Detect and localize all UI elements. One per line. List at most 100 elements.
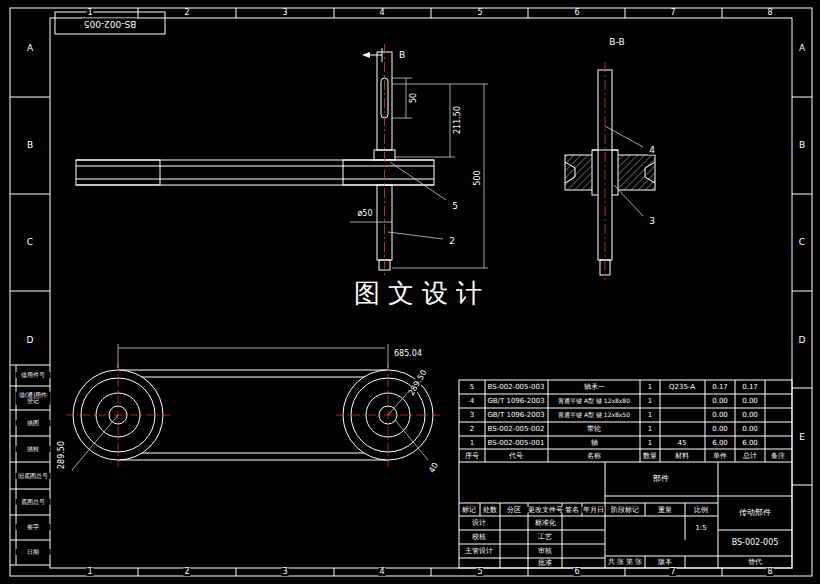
grid-letter: C <box>798 238 806 247</box>
section-mark: B <box>398 51 406 60</box>
title-cell: 更改文件号 <box>527 506 564 513</box>
table-cell: 0.17 <box>741 384 759 391</box>
title-cell: 比例 <box>693 506 709 513</box>
table-cell: 0.00 <box>711 412 729 419</box>
dimension: 289.50 <box>58 440 66 470</box>
table-cell: 4 <box>469 398 475 405</box>
title-cell: 标记 <box>461 506 477 513</box>
table-cell: 5 <box>469 384 475 391</box>
table-cell: 45 <box>677 440 688 447</box>
title-cell: 标准化 <box>534 520 557 527</box>
table-cell: 0.00 <box>711 398 729 405</box>
table-header: 名称 <box>586 453 602 460</box>
strip-label: 描图 <box>16 420 51 426</box>
title-cell: 年月日 <box>582 506 605 513</box>
grid-letter: C <box>26 238 34 247</box>
table-cell: 0.00 <box>711 426 729 433</box>
table-cell: Q235-A <box>668 384 696 391</box>
table-cell: 0.00 <box>741 398 759 405</box>
strip-label: 底图总号 <box>16 499 51 505</box>
watermark: 图 文 设 计 <box>353 280 484 306</box>
dimension: 50 <box>410 92 418 104</box>
table-header: 材料 <box>674 453 690 460</box>
title-cell: 分区 <box>506 506 522 513</box>
table-header: 总计 <box>742 453 758 460</box>
grid-number: 3 <box>281 9 288 17</box>
title-cell: 共 张 第 张 <box>607 559 643 566</box>
callout-number: 5 <box>451 202 459 211</box>
title-cell: 主管设计 <box>464 548 494 555</box>
table-cell: BS-002-005-001 <box>487 440 546 447</box>
grid-letter: E <box>798 433 806 442</box>
table-cell: 1 <box>647 440 653 447</box>
table-cell: BS-002-005-002 <box>487 426 546 433</box>
grid-number: 8 <box>766 9 773 17</box>
title-cell: 替代 <box>747 559 763 566</box>
table-cell: 轴 <box>590 440 599 447</box>
grid-letter: B <box>798 141 806 150</box>
table-cell: 普通平键 A型 键 12x8x80 <box>557 398 631 404</box>
table-cell: 6.00 <box>741 440 759 447</box>
grid-number: 4 <box>378 9 385 17</box>
table-cell: 3 <box>469 412 475 419</box>
dimension: 40 <box>427 461 440 476</box>
strip-label: 旧底图总号 <box>16 473 51 479</box>
grid-number: 2 <box>183 568 190 576</box>
table-header: 代号 <box>508 453 524 460</box>
table-cell: 1 <box>647 384 653 391</box>
table-cell: 1 <box>647 412 653 419</box>
table-cell: 0.17 <box>711 384 729 391</box>
grid-number: 4 <box>378 568 385 576</box>
grid-number: 7 <box>669 568 676 576</box>
title-cell: 部件 <box>652 475 670 483</box>
title-cell: 传动部件 <box>738 509 772 517</box>
table-cell: 0.00 <box>741 426 759 433</box>
table-cell: 1 <box>647 426 653 433</box>
table-header: 备注 <box>770 453 786 460</box>
table-cell: 1 <box>647 398 653 405</box>
callout-number: 4 <box>648 146 656 155</box>
dimension: ø50 <box>356 210 373 218</box>
table-cell: 带轮 <box>586 426 602 433</box>
strip-label: 日期 <box>16 549 51 555</box>
table-cell: 2 <box>469 426 475 433</box>
table-cell: 0.00 <box>741 412 759 419</box>
section-title: B-B <box>608 38 625 47</box>
title-cell: 处数 <box>482 506 498 513</box>
table-cell: BS-002-005-003 <box>487 384 546 391</box>
table-cell: GB/T 1096-2003 <box>486 398 545 405</box>
grid-number: 8 <box>766 568 773 576</box>
dimension: 685.04 <box>393 350 423 358</box>
table-cell: GB/T 1096-2003 <box>486 412 545 419</box>
title-cell: 审核 <box>537 548 553 555</box>
table-cell: 轴承一 <box>583 384 606 391</box>
grid-number: 6 <box>573 9 580 17</box>
grid-number: 3 <box>281 568 288 576</box>
title-cell: 重量 <box>657 506 673 513</box>
title-cell: 设计 <box>471 520 487 527</box>
grid-letter: D <box>798 336 807 345</box>
grid-number: 1 <box>86 9 93 17</box>
table-cell: 普通平键 A型 键 12x8x50 <box>557 412 631 418</box>
strip-label: 借用件号 <box>16 372 51 378</box>
dimension: 500 <box>474 169 482 186</box>
table-cell: 6.00 <box>711 440 729 447</box>
strip-label: 借(通)用件登记 <box>16 392 51 405</box>
grid-letter: B <box>26 141 34 150</box>
strip-label: 签字 <box>16 524 51 530</box>
grid-letter: A <box>26 44 34 53</box>
table-header: 单件 <box>712 453 728 460</box>
grid-number: 5 <box>476 9 483 17</box>
title-cell: 校核 <box>471 534 487 541</box>
grid-number: 6 <box>573 568 580 576</box>
drawing-number: BS-002-005 <box>83 19 138 28</box>
title-cell: 签名 <box>564 506 580 513</box>
title-cell: 批准 <box>537 560 553 567</box>
title-cell: 工艺 <box>537 534 553 541</box>
title-cell: 阶段标记 <box>610 506 640 513</box>
grid-letter: D <box>26 336 35 345</box>
strip-label: 描校 <box>16 446 51 452</box>
dimension: 211.50 <box>454 105 462 135</box>
title-cell: 版本 <box>657 559 673 566</box>
